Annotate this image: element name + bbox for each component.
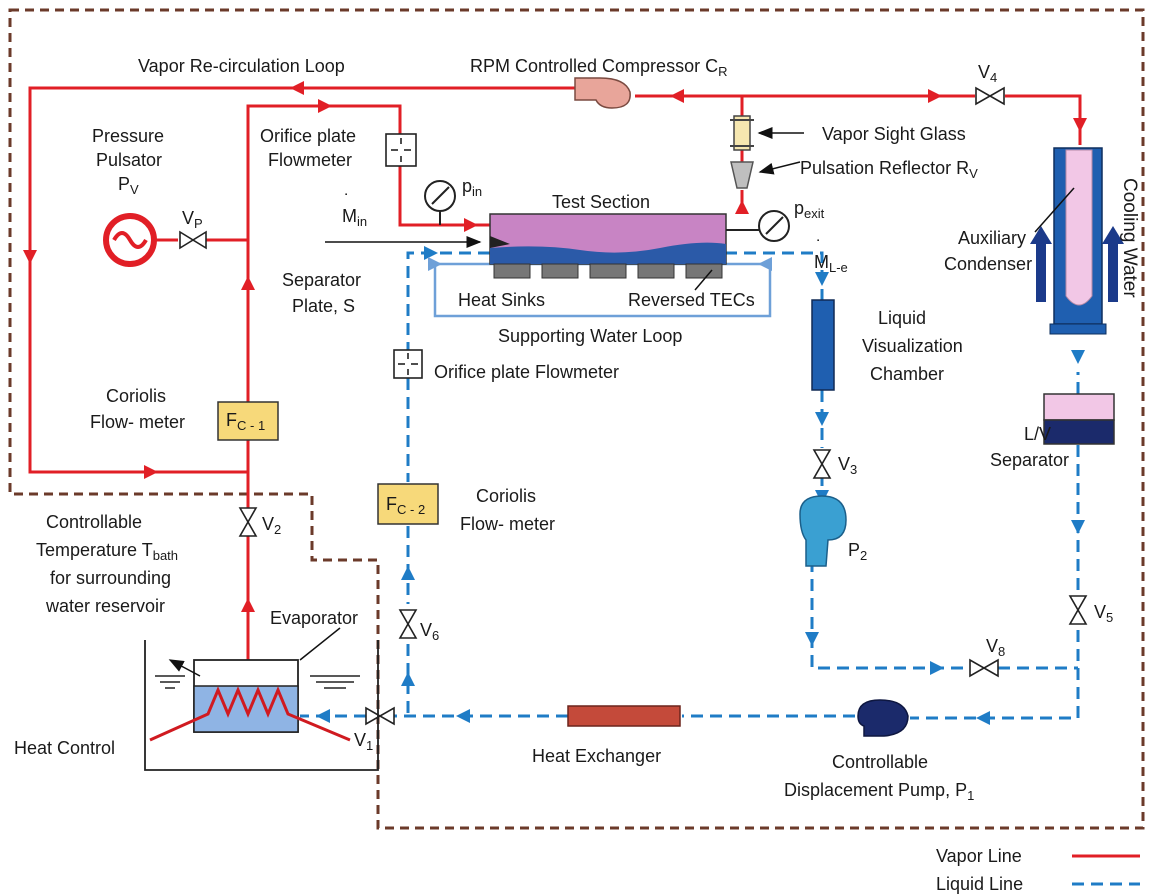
supporting-loop-arrows xyxy=(428,257,772,271)
p2-label: P2 xyxy=(848,540,867,563)
displacement-pump-p1 xyxy=(857,699,909,737)
v1-label: V1 xyxy=(354,730,373,753)
valve-v2 xyxy=(238,507,258,537)
pressure-gauge-in xyxy=(424,180,456,225)
v3-label: V3 xyxy=(838,454,857,477)
orifice-bottom-label: Orifice plate Flowmeter xyxy=(434,362,619,382)
valve-v4 xyxy=(975,86,1005,106)
liquid-arrows xyxy=(316,246,1085,725)
bath-label-3: for surrounding xyxy=(50,568,171,588)
liquid-vis-label-1: Liquid xyxy=(878,308,926,328)
v5-label: V5 xyxy=(1094,602,1113,625)
separator-label-1: Separator xyxy=(282,270,361,290)
v6-label: V6 xyxy=(420,620,439,643)
pump1-label-1: Controllable xyxy=(832,752,928,772)
valve-v8 xyxy=(969,658,999,678)
orifice-top-label-2: Flowmeter xyxy=(268,150,352,170)
mle-dot: ˙ xyxy=(816,237,822,257)
legend-liquid-label: Liquid Line xyxy=(936,874,1023,894)
pulsation-reflector-label: Pulsation Reflector RV xyxy=(800,158,978,181)
heat-sinks-label: Heat Sinks xyxy=(458,290,545,310)
aux-condenser-label-2: Condenser xyxy=(944,254,1032,274)
orifice-flowmeter-top xyxy=(385,133,417,167)
liquid-vis-label-3: Chamber xyxy=(870,364,944,384)
coriolis-right-label-1: Coriolis xyxy=(476,486,536,506)
pump-p2 xyxy=(799,495,847,567)
vp-label: VP xyxy=(182,208,203,231)
sight-glass-label: Vapor Sight Glass xyxy=(822,124,966,144)
pulsator-label-2: Pulsator xyxy=(96,150,162,170)
min-label: Min xyxy=(342,206,367,229)
heat-exchanger-label: Heat Exchanger xyxy=(532,746,661,766)
pulsator-label-1: Pressure xyxy=(92,126,164,146)
valve-v6 xyxy=(398,609,418,639)
bath-label-2: Temperature Tbath xyxy=(36,540,178,563)
liquid-vis-label-2: Visualization xyxy=(862,336,963,356)
heat-control-label: Heat Control xyxy=(14,738,115,758)
pulsator-label-3: PV xyxy=(118,174,139,197)
fc2-label: FC - 2 xyxy=(386,494,425,517)
lv-label-1: L/V xyxy=(1024,424,1051,444)
fc1-label: FC - 1 xyxy=(226,410,265,433)
vapor-loop-label: Vapor Re-circulation Loop xyxy=(138,56,345,76)
boundary-dashed-line xyxy=(8,8,1145,830)
pin-label: pin xyxy=(462,176,482,199)
water-bath xyxy=(144,640,379,771)
cooling-water-label: Cooling Water xyxy=(1119,178,1140,298)
min-dot: ˙ xyxy=(344,191,350,211)
aux-condenser-label-1: Auxiliary xyxy=(958,228,1026,248)
pexit-label: pexit xyxy=(794,198,825,221)
pulsation-reflector xyxy=(730,161,754,189)
compressor-label: RPM Controlled Compressor CR xyxy=(470,56,727,79)
bath-label-4: water reservoir xyxy=(45,596,165,616)
bath-label-1: Controllable xyxy=(46,512,142,532)
coriolis-flowmeter-1 xyxy=(217,401,279,441)
auxiliary-condenser xyxy=(1049,147,1107,335)
valve-v3 xyxy=(812,449,832,479)
v2-label: V2 xyxy=(262,514,281,537)
valve-v1 xyxy=(365,706,395,726)
test-section xyxy=(489,213,727,265)
evaporator xyxy=(149,659,351,742)
coriolis-left-label-1: Coriolis xyxy=(106,386,166,406)
coriolis-flowmeter-2 xyxy=(377,483,439,525)
reversed-tecs-label: Reversed TECs xyxy=(628,290,755,310)
supporting-loop-label: Supporting Water Loop xyxy=(498,326,682,346)
lv-separator xyxy=(1043,393,1115,445)
pointer-lines xyxy=(168,127,1075,677)
heat-exchanger xyxy=(567,705,681,727)
vapor-arrows xyxy=(23,81,1087,612)
liquid-lines xyxy=(300,251,1080,720)
coriolis-left-label-2: Flow- meter xyxy=(90,412,185,432)
pressure-gauge-exit xyxy=(726,210,790,242)
valve-v5 xyxy=(1068,595,1088,625)
orifice-flowmeter-bottom xyxy=(393,349,423,379)
cooling-water-arrows xyxy=(1030,226,1124,302)
v4-label: V4 xyxy=(978,62,997,85)
orifice-top-label-1: Orifice plate xyxy=(260,126,356,146)
valve-vp xyxy=(179,230,207,250)
mle-label: ML-e xyxy=(814,252,848,275)
legend-vapor-label: Vapor Line xyxy=(936,846,1022,866)
pressure-pulsator xyxy=(103,213,178,267)
compressor xyxy=(574,77,631,109)
test-section-label: Test Section xyxy=(552,192,650,212)
evaporator-label: Evaporator xyxy=(270,608,358,628)
vapor-sight-glass xyxy=(730,115,754,151)
lv-label-2: Separator xyxy=(990,450,1069,470)
heat-sinks xyxy=(493,263,723,279)
liquid-visualization-chamber xyxy=(811,299,835,391)
v8-label: V8 xyxy=(986,636,1005,659)
pump1-label-2: Displacement Pump, P1 xyxy=(784,780,974,803)
coriolis-right-label-2: Flow- meter xyxy=(460,514,555,534)
separator-label-2: Plate, S xyxy=(292,296,355,316)
